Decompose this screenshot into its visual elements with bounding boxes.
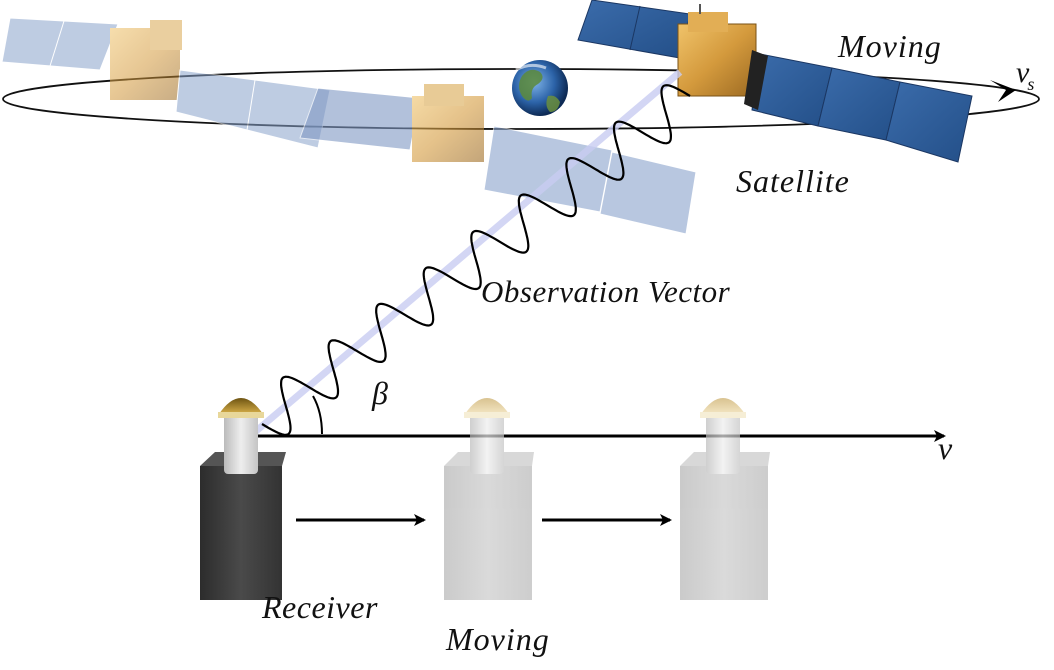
- receiver-ghost-middle: [444, 398, 534, 600]
- angle-beta-label: β: [372, 375, 388, 411]
- satellite-velocity-subscript: s: [1027, 74, 1035, 94]
- satellite-main: [577, 0, 973, 163]
- satellite-moving-label: Moving: [838, 28, 942, 64]
- satellite-velocity-label: vs: [1016, 56, 1036, 94]
- satellite-ghost-middle: [299, 84, 697, 235]
- satellite-ghost-left: [1, 17, 331, 149]
- receiver-velocity-label: v: [938, 430, 953, 466]
- earth-icon: [512, 60, 568, 116]
- satellite-velocity-arrow: [990, 80, 1016, 102]
- receiver-moving-label: Moving: [446, 621, 550, 657]
- receiver-label: Receiver: [262, 589, 378, 625]
- receiver-icon: [200, 398, 286, 600]
- observation-vector-label: Observation Vector: [481, 274, 731, 309]
- receiver-ghost-right: [680, 398, 770, 600]
- observation-beam: [252, 69, 683, 435]
- observation-wave: [261, 84, 691, 436]
- angle-arc: [312, 395, 323, 435]
- satellite-velocity-symbol: v: [1016, 56, 1030, 89]
- satellite-label: Satellite: [736, 163, 850, 199]
